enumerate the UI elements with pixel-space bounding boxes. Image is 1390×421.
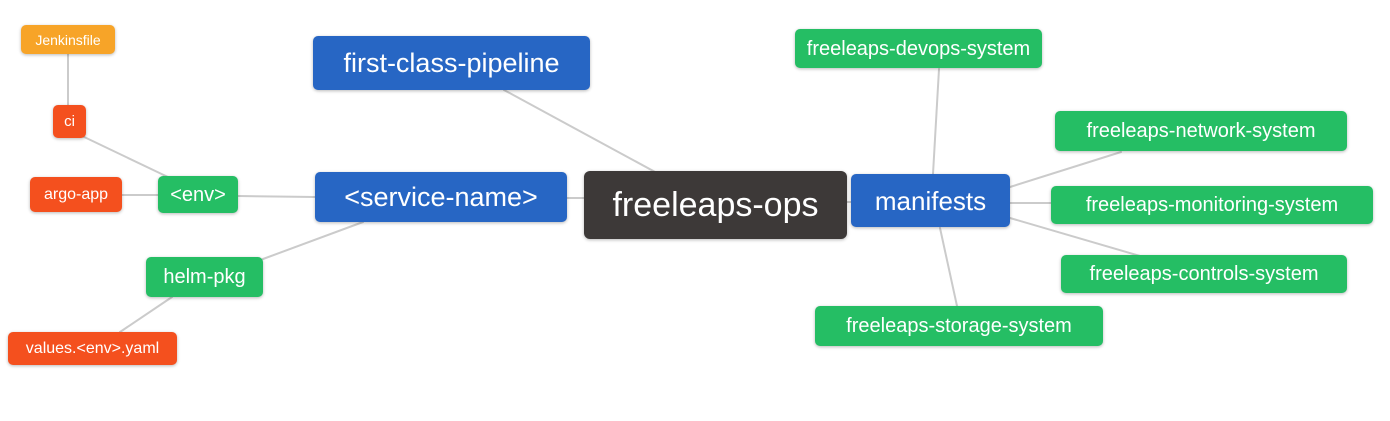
- node-freeleaps-network-system[interactable]: freeleaps-network-system: [1055, 111, 1347, 151]
- node-helm-pkg[interactable]: helm-pkg: [146, 257, 263, 297]
- edge-manifests-network: [1009, 151, 1122, 188]
- node-env[interactable]: <env>: [158, 176, 238, 213]
- edge-values-helm-pkg: [119, 296, 173, 333]
- node-freeleaps-storage-system[interactable]: freeleaps-storage-system: [815, 306, 1103, 346]
- edge-manifests-storage: [939, 227, 958, 307]
- node-manifests[interactable]: manifests: [851, 174, 1010, 227]
- node-service-name[interactable]: <service-name>: [315, 172, 567, 222]
- node-first-class-pipeline[interactable]: first-class-pipeline: [313, 36, 590, 90]
- node-freeleaps-ops[interactable]: freeleaps-ops: [584, 171, 847, 239]
- edge-manifests-controls: [1009, 217, 1141, 257]
- node-freeleaps-monitoring-system[interactable]: freeleaps-monitoring-system: [1051, 186, 1373, 224]
- edge-helm-pkg-service-name: [262, 221, 364, 260]
- edge-manifests-devops: [932, 68, 940, 175]
- edge-ci-env: [79, 134, 171, 179]
- edge-env-service-name: [237, 195, 316, 198]
- node-values-env-yaml[interactable]: values.<env>.yaml: [8, 332, 177, 365]
- node-freeleaps-devops-system[interactable]: freeleaps-devops-system: [795, 29, 1042, 68]
- node-argo-app[interactable]: argo-app: [30, 177, 122, 212]
- edge-fcp-freeleaps-ops: [503, 89, 658, 174]
- node-freeleaps-controls-system[interactable]: freeleaps-controls-system: [1061, 255, 1347, 293]
- node-ci[interactable]: ci: [53, 105, 86, 138]
- node-jenkinsfile[interactable]: Jenkinsfile: [21, 25, 115, 54]
